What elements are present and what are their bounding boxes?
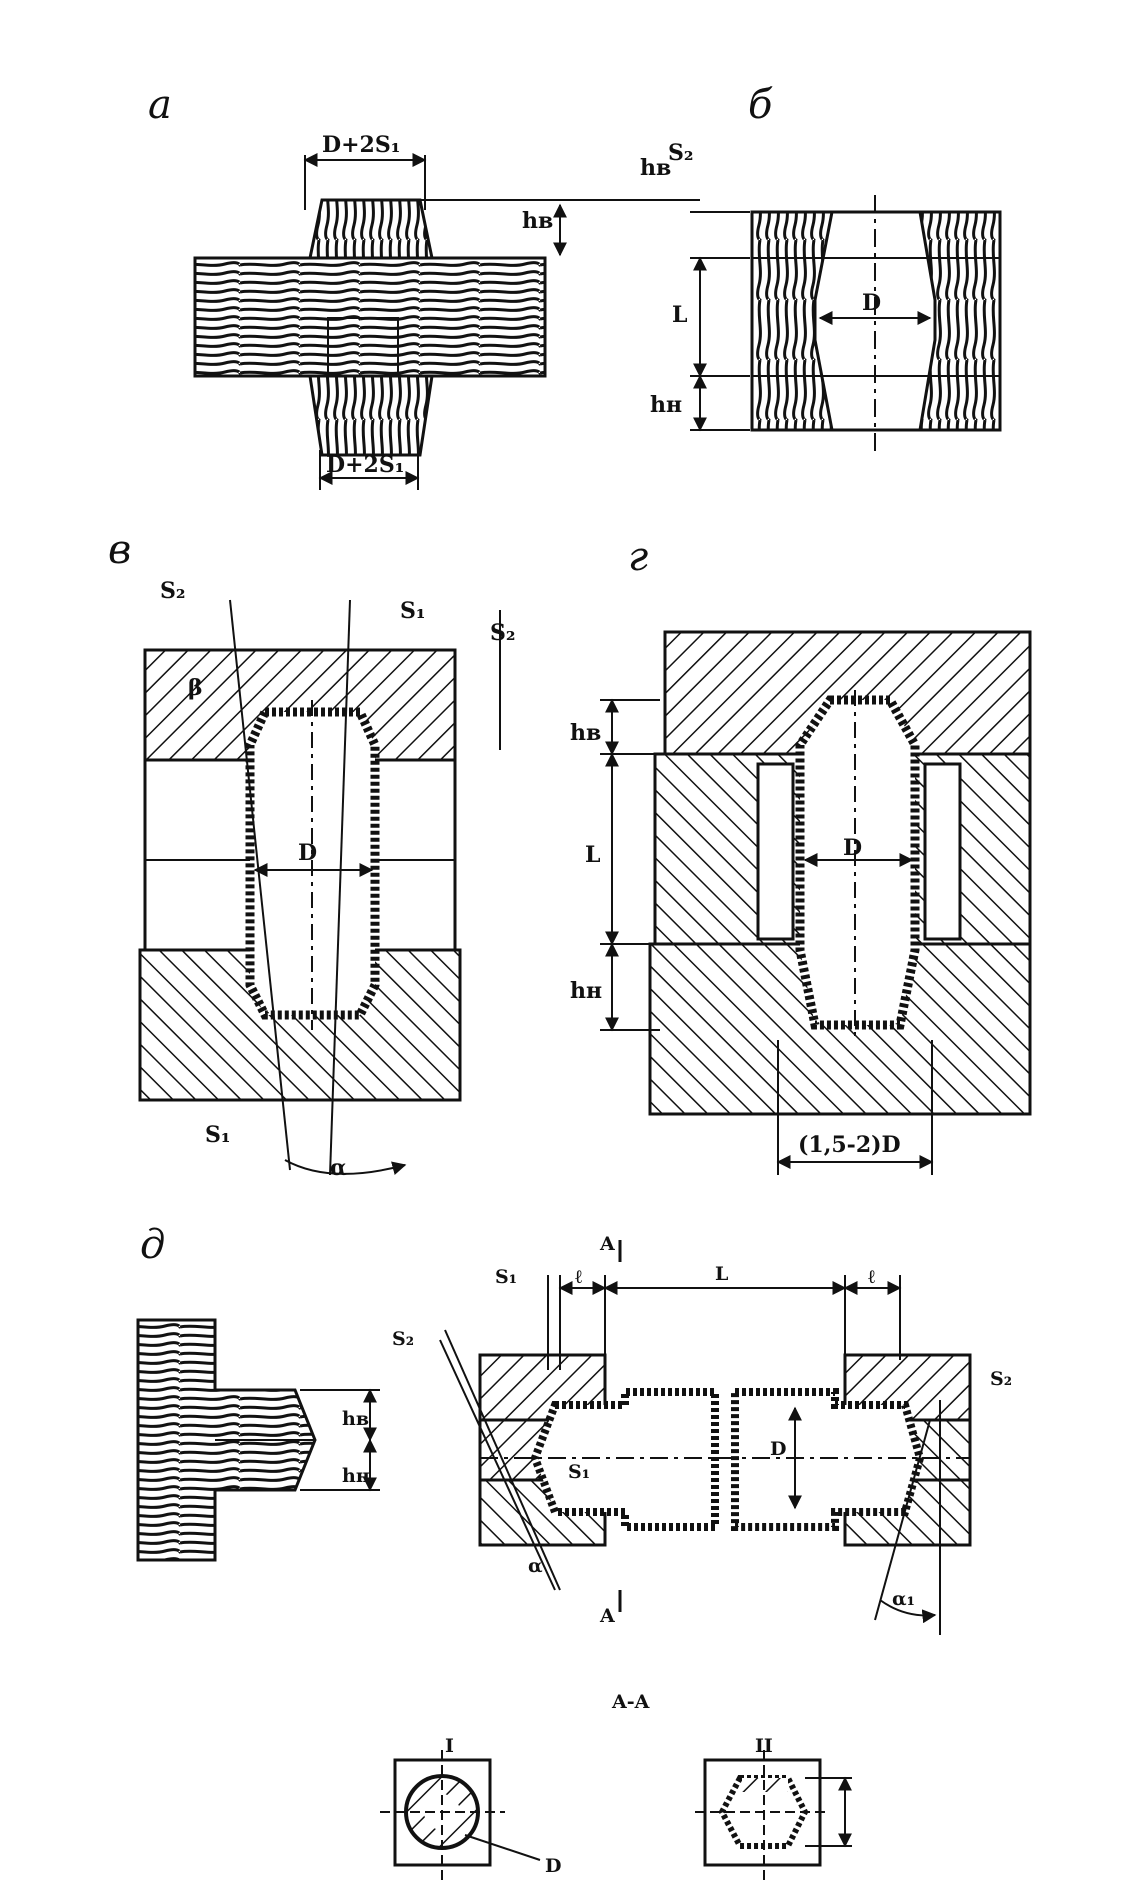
panel-v-dim-s1-bot: S₁ — [205, 1122, 231, 1148]
panel-v-dim-s2-side: S₂ — [490, 620, 516, 646]
panel-g-dimensions: hв L hн D (1,5-2)D — [570, 698, 934, 1175]
panel-d-dim-alpha1: α₁ — [892, 1588, 915, 1610]
panel-d-dim-alpha: α — [528, 1555, 543, 1577]
panel-d-dim-h-bot: hн — [342, 1465, 370, 1487]
panel-a-label: а — [148, 82, 172, 128]
panel-g-dim-width: (1,5-2)D — [798, 1132, 901, 1158]
panel-g: г hв L hн D (1,5-2)D — [570, 534, 1032, 1175]
panel-d-die-section — [478, 1353, 972, 1547]
panel-d-dim-d: D — [770, 1438, 786, 1460]
panel-d-dim-h-top: hв — [342, 1408, 369, 1430]
section-variant-II: II — [695, 1735, 852, 1880]
panel-b-wood-block — [750, 195, 1002, 455]
panel-d-section-mark-bot: A — [599, 1605, 615, 1627]
panel-d-dim-l-left: ℓ — [575, 1266, 582, 1288]
panel-d-dim-s1-inside: S₁ — [568, 1461, 590, 1483]
panel-a-dim-top: D+2S₁ — [322, 132, 400, 158]
panel-d-dim-s2-left: S₂ — [392, 1328, 414, 1350]
panel-a-wood-joint — [193, 198, 547, 457]
panel-b: б L hн hв D — [640, 82, 1002, 455]
panel-g-dim-h-top: hв — [570, 720, 601, 746]
panel-v-dim-s2: S₂ — [160, 578, 186, 604]
section-mark-i: I — [445, 1735, 454, 1757]
panel-v-section — [138, 648, 462, 1102]
section-variant-I: I D — [380, 1735, 561, 1880]
panel-d-section-mark-top: A — [599, 1233, 615, 1255]
panel-g-section — [648, 630, 1032, 1116]
panel-d-dimensions: S₁ ℓ L ℓ S₂ S₂ S₁ D α α₁ A A — [392, 1233, 1012, 1635]
panel-g-dim-d: D — [843, 835, 862, 861]
panel-g-dim-l: L — [585, 842, 600, 868]
panel-b-dim-h-top: hв — [640, 155, 671, 181]
section-title: A-A — [611, 1691, 650, 1713]
panel-d-dim-l: L — [715, 1263, 728, 1285]
panel-g-dim-h-bot: hн — [570, 978, 602, 1004]
panel-d-label: д — [140, 1222, 165, 1268]
panel-v-dim-alpha: α — [330, 1155, 347, 1181]
panel-b-dim-d: D — [862, 290, 881, 316]
panel-a-dim-h: hв — [522, 208, 553, 234]
panel-a-dim-s: S₂ — [668, 140, 694, 166]
panel-a: а D+2S₁ D+2S₁ hв S₂ — [148, 82, 700, 490]
panel-b-label: б — [748, 82, 773, 128]
panel-a-dim-bottom: D+2S₁ — [326, 452, 404, 478]
section-dim-d: D — [545, 1855, 561, 1877]
section-mark-ii: II — [755, 1735, 773, 1757]
panel-a-dimensions: D+2S₁ D+2S₁ hв S₂ — [303, 132, 700, 490]
section-a-a: A-A I D II — [380, 1691, 852, 1880]
panel-g-label: г — [628, 534, 648, 580]
panel-d-dim-l-right: ℓ — [868, 1266, 875, 1288]
panel-b-dimensions: L hн hв D — [640, 155, 932, 432]
panel-v-dim-beta: β — [188, 675, 203, 701]
panel-v-dim-d: D — [298, 840, 317, 866]
panel-d: д hв hн — [136, 1222, 1012, 1635]
panel-b-dim-h-bot: hн — [650, 392, 682, 418]
panel-d-dim-s1: S₁ — [495, 1266, 517, 1288]
panel-b-dim-l: L — [672, 302, 687, 328]
panel-v-dimensions: S₂ S₁ S₂ β D S₁ α — [160, 578, 516, 1181]
panel-v-label: в — [108, 527, 131, 573]
panel-d-wood-tee: hв hн — [136, 1318, 380, 1562]
panel-v-dim-s1: S₁ — [400, 598, 426, 624]
panel-d-dim-s2-right: S₂ — [990, 1368, 1012, 1390]
panel-v: в S₂ S₁ S₂ β D S₁ α — [108, 527, 516, 1181]
